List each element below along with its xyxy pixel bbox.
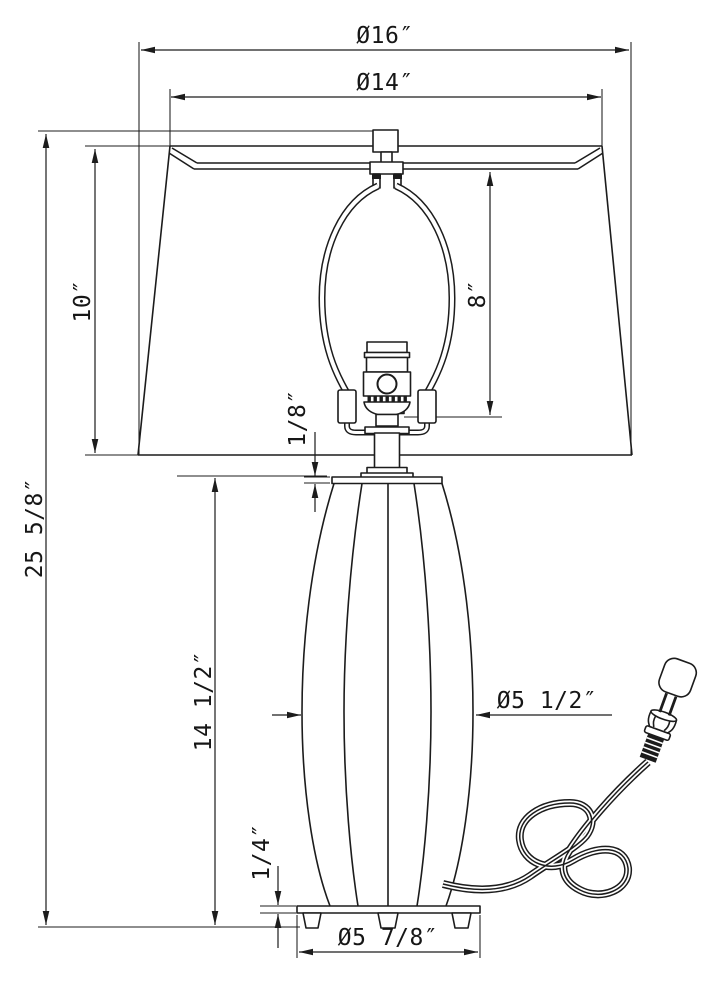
plug-cover <box>658 657 698 698</box>
dim-label-shade-height: 10″ <box>70 279 96 322</box>
dim-label-body-diameter: Ø5 1/2″ <box>497 688 597 714</box>
body-top-plate <box>331 476 443 485</box>
plug <box>639 657 698 763</box>
foot-center <box>377 912 399 929</box>
dim-label-body-height: 14 1/2″ <box>191 651 217 751</box>
harp-sleeve-left <box>337 389 357 424</box>
base <box>296 905 481 929</box>
fluted-body <box>301 476 474 907</box>
extension-lines <box>38 42 632 958</box>
dim-label-shade-top-diameter: Ø14″ <box>356 70 413 96</box>
dim-label-shade-bottom-diameter: Ø16″ <box>356 23 413 49</box>
dimension-labels: Ø16″ Ø14″ 10″ 25 5/8″ 8″ 1/8″ 14 1/2″ Ø5… <box>22 23 597 951</box>
plug-prongs <box>658 692 678 716</box>
power-cord <box>442 759 651 899</box>
foot-left <box>302 912 322 929</box>
dimension-lines <box>42 46 629 956</box>
foot-right <box>451 912 472 929</box>
plug-strain-relief <box>639 732 665 763</box>
finial <box>369 129 404 189</box>
light-socket <box>362 341 412 427</box>
dim-label-neck-plate-thickness: 1/8″ <box>285 389 311 446</box>
harp <box>318 182 456 436</box>
dim-label-harp-height: 8″ <box>465 280 491 309</box>
socket-switch-knob <box>376 373 398 395</box>
base-plate <box>296 905 481 914</box>
dim-label-overall-height: 25 5/8″ <box>22 478 48 578</box>
dim-label-base-thickness: 1/4″ <box>249 823 275 880</box>
harp-sleeve-right <box>417 389 437 424</box>
dim-label-base-diameter: Ø5 7/8″ <box>338 925 438 951</box>
socket-ribbed-ring <box>367 396 407 402</box>
